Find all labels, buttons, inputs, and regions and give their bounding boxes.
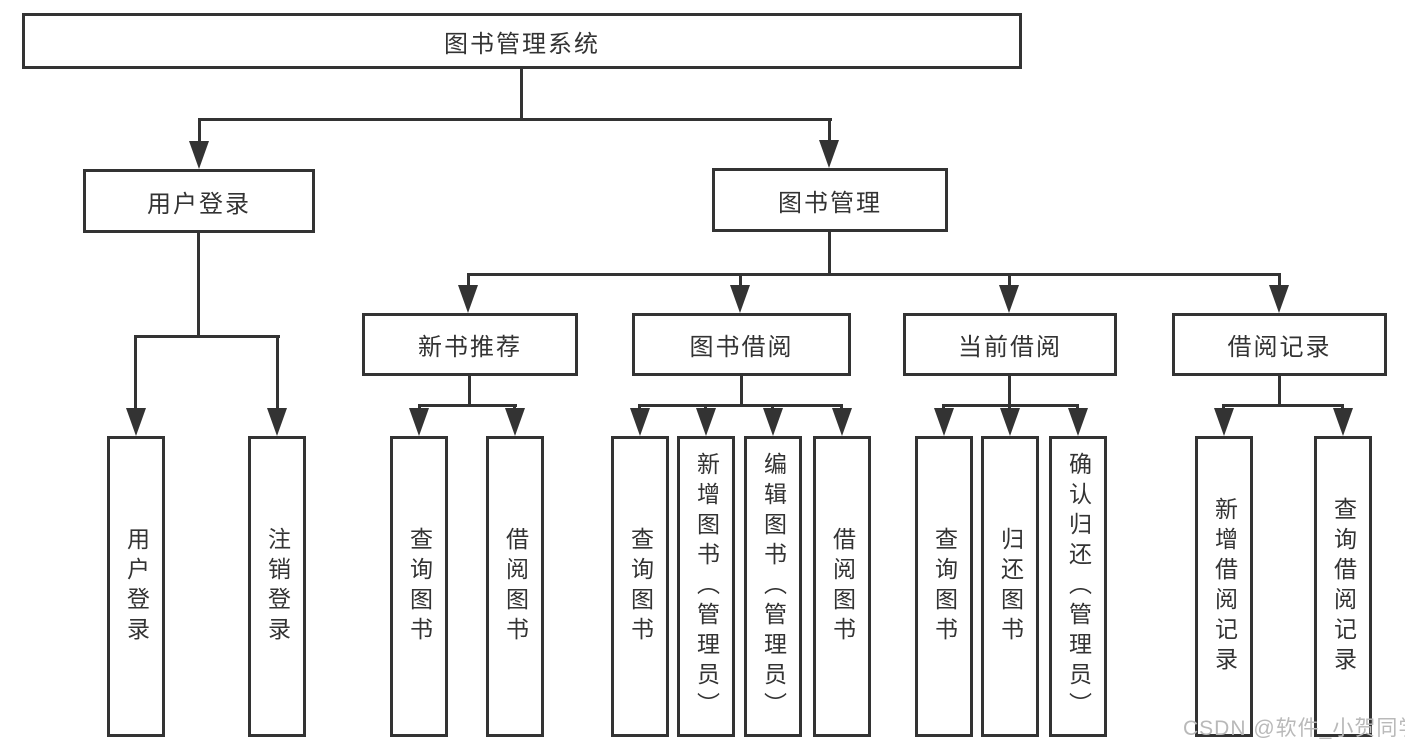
arrow-down-icon [1000,408,1020,436]
node-new-book-recommend: 新书推荐 [362,313,578,376]
node-label: 当前借阅 [958,334,1062,361]
leaf-user-login: 用户登录 [107,436,165,737]
arrow-down-icon [934,408,954,436]
connector-line [468,376,471,404]
arrow-down-icon [819,140,839,168]
node-current-borrowing: 当前借阅 [903,313,1117,376]
arrow-down-icon [267,408,287,436]
leaf-return-book: 归还图书 [981,436,1039,737]
leaf-label: 新增图书（管理员） [693,451,720,722]
leaf-add-book-admin: 新增图书（管理员） [677,436,735,737]
node-borrow-records: 借阅记录 [1172,313,1387,376]
leaf-label: 确认归还（管理员） [1065,451,1092,722]
leaf-label: 注销登录 [264,526,291,647]
connector-line [276,335,279,410]
connector-line [418,404,517,407]
arrow-down-icon [696,408,716,436]
leaf-label: 查询图书 [931,526,958,647]
connector-line [134,335,137,410]
node-user-login: 用户登录 [83,169,315,233]
connector-line [828,232,831,273]
leaf-confirm-return-admin: 确认归还（管理员） [1049,436,1107,737]
leaf-label: 查询图书 [627,526,654,647]
arrow-down-icon [730,285,750,313]
arrow-down-icon [1269,285,1289,313]
leaf-borrow-books-recommend: 借阅图书 [486,436,544,737]
arrow-down-icon [1068,408,1088,436]
connector-line [134,335,280,338]
connector-line [1278,273,1281,287]
leaf-query-books-current: 查询图书 [915,436,973,737]
leaf-label: 借阅图书 [502,526,529,647]
node-book-borrowing: 图书借阅 [632,313,851,376]
leaf-query-books-borrowing: 查询图书 [611,436,669,737]
connector-line [739,273,742,287]
leaf-edit-book-admin: 编辑图书（管理员） [744,436,802,737]
node-label: 图书借阅 [689,334,794,361]
connector-line [467,273,470,287]
csdn-watermark: CSDN @软件_小贺同学 [1183,717,1405,740]
arrow-down-icon [763,408,783,436]
leaf-label: 编辑图书（管理员） [760,451,787,722]
arrow-down-icon [505,408,525,436]
node-label: 图书管理系统 [444,30,600,58]
connector-line [638,404,843,407]
connector-line [740,376,743,404]
connector-line [1008,273,1011,287]
leaf-borrow-books-borrowing: 借阅图书 [813,436,871,737]
node-library-management-system: 图书管理系统 [22,13,1022,69]
leaf-label: 归还图书 [997,526,1024,647]
node-label: 借阅记录 [1227,334,1332,361]
leaf-label: 新增借阅记录 [1211,496,1238,677]
connector-line [198,118,832,121]
leaf-label: 借阅图书 [829,526,856,647]
leaf-label: 查询图书 [406,526,433,647]
connector-line [1222,404,1344,407]
leaf-query-borrow-record: 查询借阅记录 [1314,436,1372,737]
leaf-label: 查询借阅记录 [1330,496,1357,677]
arrow-down-icon [999,285,1019,313]
leaf-logout-login: 注销登录 [248,436,306,737]
node-label: 新书推荐 [418,334,522,361]
arrow-down-icon [409,408,429,436]
arrow-down-icon [189,141,209,169]
arrow-down-icon [126,408,146,436]
node-label: 用户登录 [147,190,251,218]
connector-line [198,118,201,145]
connector-line [467,273,1281,276]
leaf-query-books-recommend: 查询图书 [390,436,448,737]
arrow-down-icon [630,408,650,436]
arrow-down-icon [458,285,478,313]
node-label: 图书管理 [778,189,882,217]
connector-line [828,118,831,145]
connector-line [520,69,523,118]
leaf-add-borrow-record: 新增借阅记录 [1195,436,1253,737]
connector-line [1008,376,1011,404]
arrow-down-icon [1214,408,1234,436]
leaf-label: 用户登录 [123,526,150,647]
node-book-management: 图书管理 [712,168,948,232]
connector-line [197,233,200,335]
connector-line [1278,376,1281,404]
arrow-down-icon [832,408,852,436]
arrow-down-icon [1333,408,1353,436]
